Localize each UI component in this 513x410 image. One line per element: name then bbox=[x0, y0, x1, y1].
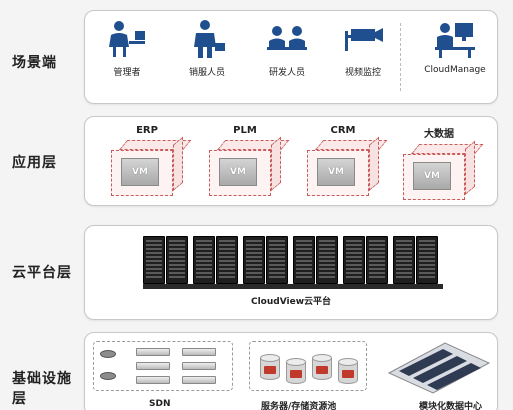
role-manager: 管理者 bbox=[87, 19, 167, 78]
role-label: 视频监控 bbox=[344, 68, 381, 78]
app-name: CRM bbox=[330, 125, 356, 136]
server-rack-icon bbox=[216, 236, 238, 284]
manager-icon bbox=[109, 21, 145, 57]
switch-icon bbox=[182, 348, 216, 356]
app-bigdata: 大数据 VM bbox=[403, 125, 484, 200]
scenario-panel: 管理者 销服人员 研发人员 视频监控 bbox=[84, 10, 498, 104]
app-erp: ERP VM bbox=[111, 125, 192, 196]
storage-icon bbox=[338, 358, 358, 386]
switch-icon bbox=[182, 376, 216, 384]
role-sales-service: 销服人员 bbox=[167, 19, 247, 78]
sdn-box bbox=[93, 341, 233, 391]
server-rack-icon bbox=[166, 236, 188, 284]
sales-service-icon bbox=[194, 20, 225, 58]
storage-icon bbox=[260, 354, 280, 382]
storage-pool-label: 服务器/存储资源池 bbox=[261, 402, 337, 410]
server-rack-icon bbox=[266, 236, 288, 284]
server-rack-icon bbox=[193, 236, 215, 284]
server-rack-icon bbox=[416, 236, 438, 284]
app-crm: CRM VM bbox=[307, 125, 388, 196]
switch-icon bbox=[136, 376, 170, 384]
router-icon bbox=[100, 372, 116, 380]
vm-container: VM bbox=[307, 136, 388, 196]
role-label: 销服人员 bbox=[188, 68, 225, 78]
developers-icon bbox=[267, 26, 307, 50]
switch-icon bbox=[182, 362, 216, 370]
application-panel: ERP VM PLM VM CRM VM 大数据 VM bbox=[84, 116, 498, 206]
vm-block: VM bbox=[219, 158, 257, 186]
surveillance-camera-icon bbox=[345, 28, 383, 51]
cloud-panel: CloudView云平台 bbox=[84, 225, 498, 320]
server-rack-icon bbox=[243, 236, 265, 284]
divider bbox=[400, 23, 401, 91]
layer-label-cloud: 云平台层 bbox=[12, 265, 72, 281]
app-name: ERP bbox=[136, 125, 158, 136]
layer-label-scenario: 场景端 bbox=[12, 55, 57, 71]
role-cloudmanage: CloudManage bbox=[415, 19, 495, 75]
vm-block: VM bbox=[317, 158, 355, 186]
role-surveillance: 视频监控 bbox=[323, 19, 403, 78]
vm-block: VM bbox=[413, 162, 451, 190]
server-rack-icon bbox=[316, 236, 338, 284]
router-icon bbox=[100, 350, 116, 358]
vm-container: VM bbox=[209, 136, 290, 196]
infrastructure-panel: SDN 服务器/存储资源池 模块化数据中心 bbox=[84, 332, 498, 410]
app-plm: PLM VM bbox=[209, 125, 290, 196]
role-developers: 研发人员 bbox=[247, 19, 327, 78]
server-rack-icon bbox=[343, 236, 365, 284]
app-name: 大数据 bbox=[424, 129, 454, 140]
server-rack-icon bbox=[393, 236, 415, 284]
datacenter-label: 模块化数据中心 bbox=[419, 402, 483, 410]
server-rack-icon bbox=[293, 236, 315, 284]
server-rack-icon bbox=[366, 236, 388, 284]
switch-icon bbox=[136, 362, 170, 370]
app-name: PLM bbox=[233, 125, 257, 136]
role-label: 管理者 bbox=[113, 68, 141, 78]
sdn-label: SDN bbox=[149, 399, 171, 409]
role-label: CloudManage bbox=[424, 65, 486, 75]
admin-workstation-icon bbox=[435, 23, 475, 58]
layer-label-infrastructure: 基础设施层 bbox=[12, 371, 72, 407]
rack-baseline bbox=[143, 284, 443, 289]
role-label: 研发人员 bbox=[268, 68, 305, 78]
vm-container: VM bbox=[403, 140, 484, 200]
storage-icon bbox=[286, 358, 306, 386]
cloudview-label: CloudView云平台 bbox=[250, 297, 332, 307]
vm-block: VM bbox=[121, 158, 159, 186]
vm-container: VM bbox=[111, 136, 192, 196]
switch-icon bbox=[136, 348, 170, 356]
server-rack-icon bbox=[143, 236, 165, 284]
modular-datacenter-icon bbox=[387, 342, 491, 394]
storage-icon bbox=[312, 354, 332, 382]
layer-label-application: 应用层 bbox=[12, 155, 57, 171]
storage-pool-box bbox=[249, 341, 367, 391]
